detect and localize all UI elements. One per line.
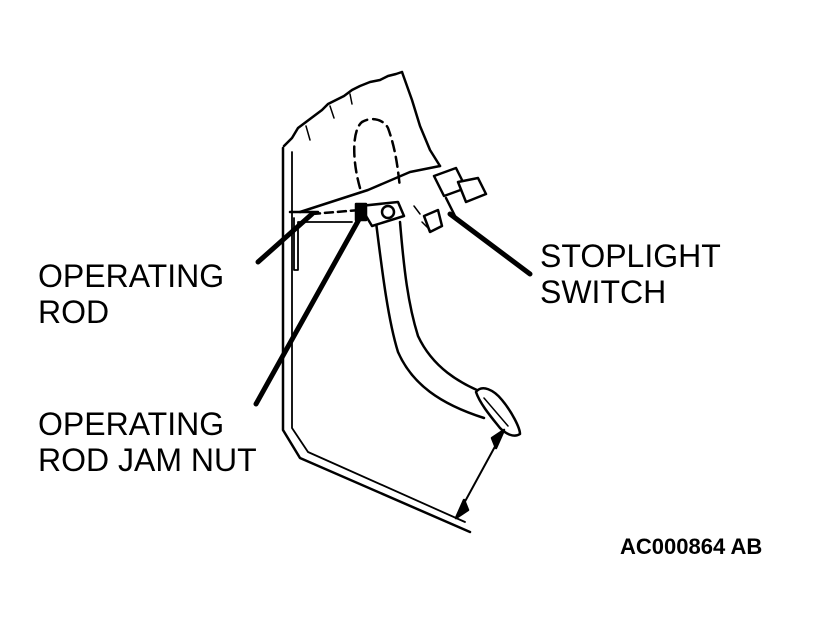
stoplight-switch-label-line2: SWITCH	[540, 274, 667, 310]
firewall-panel	[281, 146, 472, 534]
operating-rod-jam-nut-label: OPERATING ROD JAM NUT	[38, 406, 257, 478]
stoplight-switch-leader	[447, 211, 533, 277]
figure-code: AC000864 AB	[620, 534, 763, 559]
operating-rod-label: OPERATING ROD	[38, 258, 224, 330]
stoplight-switch-body	[413, 166, 488, 234]
pedal-stroke-arrow	[454, 428, 506, 520]
operating-rod-label-line2: ROD	[38, 294, 110, 330]
operating-rod	[310, 208, 362, 216]
pedal-arm	[374, 220, 494, 420]
pedal-bracket	[282, 70, 442, 214]
operating-rod-label-line1: OPERATING	[38, 258, 225, 294]
operating-rod-jam-nut-leader	[253, 211, 365, 407]
stoplight-switch-label-line1: STOPLIGHT	[540, 238, 721, 274]
operating-rod-jam-nut-label-line1: OPERATING	[38, 406, 225, 442]
stoplight-switch-label: STOPLIGHT SWITCH	[540, 238, 721, 310]
operating-rod-jam-nut-label-line2: ROD JAM NUT	[38, 442, 257, 478]
pedal-pad	[474, 387, 522, 437]
operating-rod-leader	[255, 211, 315, 265]
pedal-slot-hidden	[352, 117, 402, 190]
